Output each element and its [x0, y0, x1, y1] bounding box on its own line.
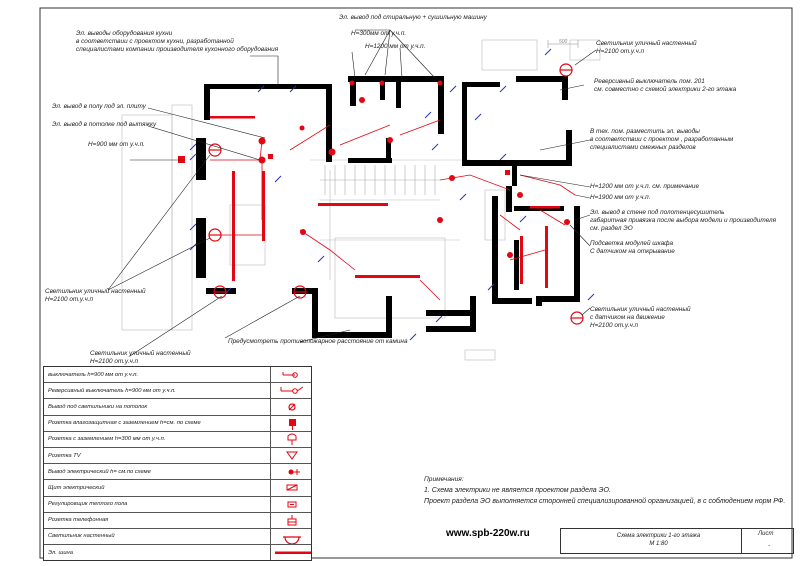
wiring [210, 119, 576, 301]
legend-row: Регулировщик теплого пола [44, 496, 311, 513]
note-street-light-bottom: Светильник уличный настенный H=2100 от.у… [90, 350, 191, 365]
legend-label: выключатель h=900 мм от у.ч.п. [44, 367, 271, 383]
note-h1200-remark: H=1200 мм от у.ч.п. см. примечание [590, 183, 700, 190]
legend-label: Светильник настенный [44, 528, 271, 545]
wall-light-icon [271, 529, 311, 544]
construction-lines [121, 39, 601, 361]
legend-label: Розетка телефонная [44, 512, 271, 528]
legend-label: Розетка TV [44, 447, 271, 464]
electrical-panel-icon [271, 480, 311, 495]
note-reversing-switch-201: Реверсивный выключатель пом. 201 см. сов… [594, 78, 737, 93]
phone-socket-icon [271, 513, 311, 528]
title-stamp: Схема электрики 1-го этажа М 1:80 Лист - [560, 528, 794, 554]
waterproof-socket-icon [271, 416, 311, 431]
reversing-switch-icon [271, 383, 311, 398]
switch-icon [271, 367, 311, 382]
legend-label: Регулировщик теплого пола [44, 496, 271, 512]
legend-row: Розетка телефонная [44, 512, 311, 529]
legend-label: Вывод электрический h= см.по схеме [44, 464, 271, 480]
legend-row: Вывод электрический h= см.по схеме [44, 464, 311, 481]
legend-row: Розетка TV [44, 447, 311, 465]
ceiling-outlet-icon [271, 399, 311, 414]
wall-lights [208, 63, 584, 325]
outlet-symbols [178, 80, 570, 258]
remarks-title: Примечания: [424, 476, 464, 483]
note-h1900: H=1900 мм от у.ч.п. [590, 194, 651, 201]
website-link[interactable]: www.spb-220w.ru [446, 528, 530, 539]
remarks-line-1: 1. Схема электрики не является проектом … [424, 487, 611, 494]
grounded-socket-icon [271, 432, 311, 447]
remarks: Примечания: 1. Схема электрики не являет… [424, 476, 785, 509]
legend-row: Розетка влагозащитная с заземлением h=см… [44, 415, 311, 432]
legend-row: выключатель h=900 мм от у.ч.п. [44, 367, 311, 384]
busbars [210, 116, 560, 288]
electrical-outlet-icon [271, 464, 311, 479]
note-h900: H=900 мм от у.ч.п. [88, 141, 145, 148]
note-street-light-top: Светильник уличный настенный H=2100 от.у… [596, 40, 697, 55]
note-street-light-left: Светильник уличный настенный H=2100 от.у… [45, 288, 146, 303]
legend-label: Реверсивный выключатель h=900 мм от у.ч.… [44, 383, 271, 399]
stamp-sheet-cell: Лист - [741, 529, 794, 553]
stamp-sheet-label: Лист [758, 531, 774, 537]
note-floor-stove: Эл. вывод в полу под эл. плиту [52, 103, 146, 110]
note-fireplace: Предусмотреть противопожарное расстояние… [228, 338, 408, 345]
floor-heating-regulator-icon [271, 497, 311, 512]
tv-socket-icon [271, 448, 311, 463]
note-ceiling-hood: Эл. вывод в потолке под вытяжку [52, 121, 157, 128]
note-kitchen-equipment: Эл. выводы оборудования кухни в соответс… [76, 30, 279, 53]
legend-label: Вывод под светильники на потолок [44, 399, 271, 415]
legend-row: Реверсивный выключатель h=900 мм от у.ч.… [44, 383, 311, 400]
busbar-icon [271, 545, 311, 560]
legend-label: Эл. шина [44, 545, 271, 561]
note-h300: H=300мм от у.ч.п. [351, 30, 407, 37]
note-towel-dryer: Эл. вывод в стене под полотенцесушитель … [590, 209, 777, 232]
walls [196, 76, 580, 338]
legend-row: Розетка с заземлением h=300 мм от у.ч.п. [44, 431, 311, 448]
dimension-label-500: 500 [559, 39, 568, 45]
dimension-500 [547, 40, 579, 48]
legend-label: Розетка с заземлением h=300 мм от у.ч.п. [44, 431, 271, 447]
legend-row: Эл. шина [44, 545, 311, 561]
stamp-title: Схема электрики 1-го этажа [616, 533, 701, 539]
stamp-scale: М 1:80 [649, 541, 668, 547]
legend-label: Розетка влагозащитная с заземлением h=см… [44, 415, 271, 431]
legend-row: Светильник настенный [44, 528, 311, 546]
legend-table: выключатель h=900 мм от у.ч.п.Реверсивны… [43, 366, 312, 562]
legend-row: Вывод под светильники на потолок [44, 399, 311, 416]
stamp-sheet-value: - [768, 543, 770, 549]
legend-label: Щит электрический [44, 480, 271, 496]
sheet-frame [39, 7, 793, 559]
remarks-line-2: Проект раздела ЭО выполняется сторонней … [424, 498, 786, 505]
leader-lines [107, 29, 597, 357]
note-washer-dryer: Эл. вывод под стиральную + сушильную маш… [339, 14, 487, 21]
note-h1200: H=1200 мм от у.ч.п. [365, 43, 426, 50]
note-cabinet-light: Подсветка модулей шкафа С датчиком на от… [590, 240, 675, 255]
note-tech-room: В тех. пом. разместить эл. выводы в соот… [590, 128, 734, 151]
stamp-title-cell: Схема электрики 1-го этажа М 1:80 [581, 532, 736, 548]
staircase [320, 165, 440, 195]
note-street-light-motion: Светильник уличный настенный с датчиком … [590, 306, 691, 329]
legend-row: Щит электрический [44, 480, 311, 497]
